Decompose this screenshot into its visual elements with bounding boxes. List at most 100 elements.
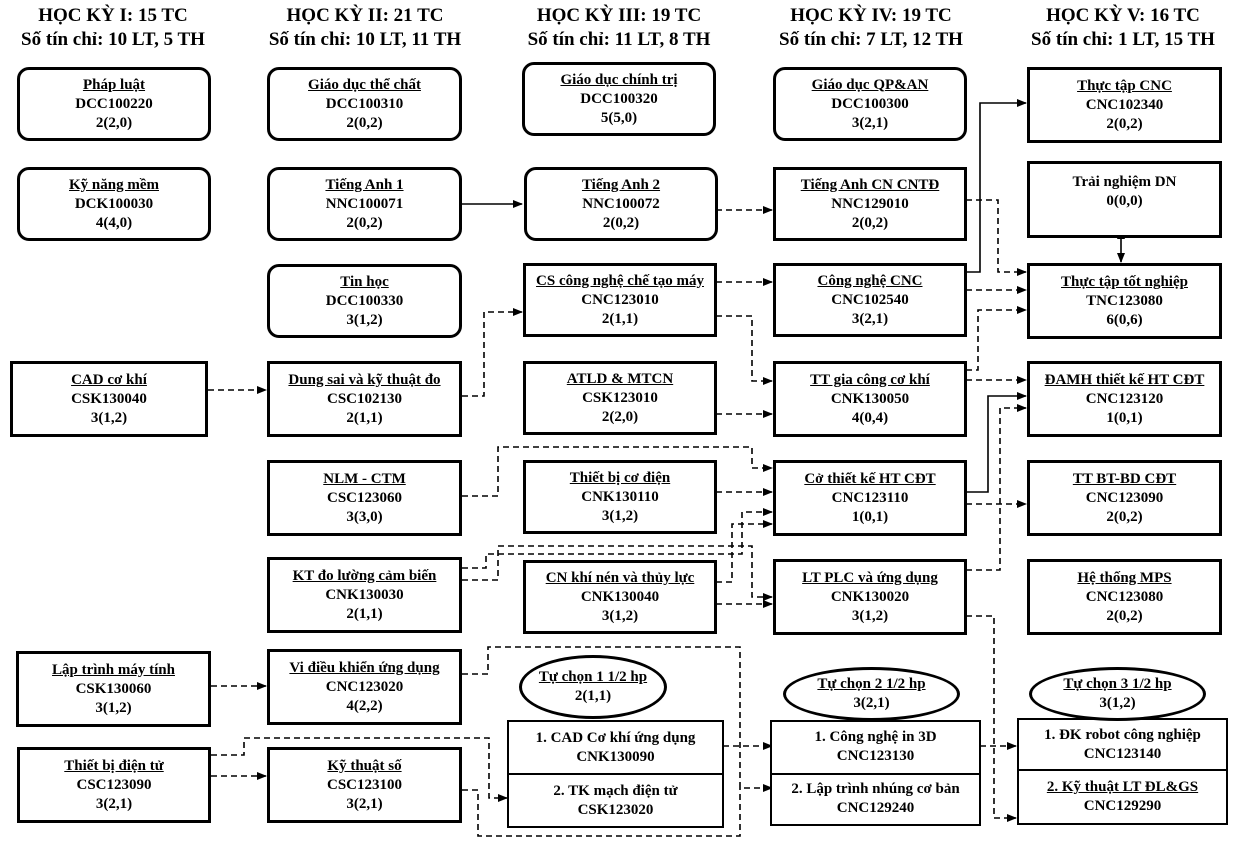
course-cad-co-khi[interactable]: CAD cơ khí CSK130040 3(1,2) bbox=[10, 361, 208, 437]
course-dung-sai[interactable]: Dung sai và kỹ thuật đo CSC102130 2(1,1) bbox=[267, 361, 462, 437]
course-code: CNC123120 bbox=[1085, 390, 1164, 407]
semester-header-1: HỌC KỲ I: 15 TC Số tín chỉ: 10 LT, 5 TH bbox=[0, 4, 233, 52]
elective-group-3-header[interactable]: Tự chọn 3 1/2 hp 3(1,2) bbox=[1029, 667, 1206, 721]
elective-option-name: 1. Công nghệ in 3D bbox=[814, 729, 937, 746]
course-code: CSK130060 bbox=[75, 680, 152, 697]
course-kt-do-luong[interactable]: KT đo lường cảm biến CNK130030 2(1,1) bbox=[267, 557, 462, 633]
course-ky-nang-mem[interactable]: Kỹ năng mềm DCK100030 4(4,0) bbox=[17, 167, 211, 241]
course-credit: 1(0,1) bbox=[851, 508, 889, 525]
course-code: CSK123010 bbox=[582, 389, 658, 406]
course-credit: 2(1,1) bbox=[346, 605, 383, 622]
semester-credits: Số tín chỉ: 10 LT, 5 TH bbox=[21, 29, 205, 50]
course-giao-duc-qp[interactable]: Giáo dục QP&AN DCC100300 3(2,1) bbox=[773, 67, 967, 141]
elective-option-code: CSK123020 bbox=[577, 801, 654, 818]
course-he-thong-mps[interactable]: Hệ thống MPS CNC123080 2(0,2) bbox=[1027, 559, 1222, 635]
elective-option-name: 2. Kỹ thuật LT ĐL&GS bbox=[1046, 779, 1199, 796]
elective-option-name: 1. CAD Cơ khí ứng dụng bbox=[535, 729, 696, 746]
semester-header-3: HỌC KỲ III: 19 TC Số tín chỉ: 11 LT, 8 T… bbox=[499, 4, 739, 52]
course-credit: 4(2,2) bbox=[346, 697, 383, 714]
course-tieng-anh-cn[interactable]: Tiếng Anh CN CNTĐ NNC129010 2(0,2) bbox=[773, 167, 967, 241]
course-credit: 2(0,2) bbox=[1106, 115, 1143, 132]
course-code: DCK100030 bbox=[74, 195, 154, 212]
elective-option[interactable]: 2. Lập trình nhúng cơ bản CNC129240 bbox=[772, 775, 979, 824]
course-vi-dieu-khien[interactable]: Vi điều khiển ứng dụng CNC123020 4(2,2) bbox=[267, 649, 462, 725]
elective-credit: 3(1,2) bbox=[1099, 695, 1136, 711]
course-code: DCC100330 bbox=[325, 292, 404, 309]
course-tt-bt-bd[interactable]: TT BT-BD CĐT CNC123090 2(0,2) bbox=[1027, 460, 1222, 536]
course-tt-gia-cong[interactable]: TT gia công cơ khí CNK130050 4(0,4) bbox=[773, 361, 967, 437]
course-name: TT BT-BD CĐT bbox=[1072, 470, 1177, 487]
course-name: Giáo dục QP&AN bbox=[811, 76, 929, 93]
course-thiet-bi-dien-tu[interactable]: Thiết bị điện tử CSC123090 3(2,1) bbox=[17, 747, 211, 823]
elective-option-name: 2. Lập trình nhúng cơ bản bbox=[791, 781, 960, 798]
elective-group-2-options: 1. Công nghệ in 3D CNC123130 2. Lập trìn… bbox=[770, 720, 981, 826]
course-code: DCC100310 bbox=[325, 95, 404, 112]
course-credit: 2(0,2) bbox=[1106, 508, 1143, 525]
course-tieng-anh-2[interactable]: Tiếng Anh 2 NNC100072 2(0,2) bbox=[524, 167, 718, 241]
course-code: CNC123110 bbox=[831, 489, 909, 506]
elective-option-code: CNK130090 bbox=[576, 748, 655, 765]
course-code: DCC100300 bbox=[831, 95, 909, 112]
course-credit: 2(0,2) bbox=[851, 214, 889, 231]
course-credit: 3(1,2) bbox=[346, 311, 383, 328]
semester-title: HỌC KỲ III: 19 TC bbox=[536, 5, 702, 26]
course-credit: 2(1,1) bbox=[601, 310, 639, 327]
course-damh[interactable]: ĐAMH thiết kế HT CĐT CNC123120 1(0,1) bbox=[1027, 361, 1222, 437]
course-co-thiet-ke[interactable]: Cở thiết kế HT CĐT CNC123110 1(0,1) bbox=[773, 460, 967, 536]
semester-title: HỌC KỲ V: 16 TC bbox=[1046, 5, 1200, 26]
course-name: Vi điều khiển ứng dụng bbox=[289, 659, 440, 676]
course-atld[interactable]: ATLD & MTCN CSK123010 2(2,0) bbox=[523, 361, 717, 435]
course-ky-thuat-so[interactable]: Kỹ thuật số CSC123100 3(2,1) bbox=[267, 747, 462, 823]
course-code: CNC123080 bbox=[1085, 588, 1164, 605]
course-cong-nghe-cnc[interactable]: Công nghệ CNC CNC102540 3(2,1) bbox=[773, 263, 967, 337]
course-name: Dung sai và kỹ thuật đo bbox=[288, 371, 441, 388]
elective-option[interactable]: 2. Kỹ thuật LT ĐL&GS CNC129290 bbox=[1019, 771, 1226, 823]
course-name: Kỹ thuật số bbox=[327, 757, 402, 774]
elective-option[interactable]: 1. Công nghệ in 3D CNC123130 bbox=[772, 722, 979, 775]
course-lt-plc[interactable]: LT PLC và ứng dụng CNK130020 3(1,2) bbox=[773, 559, 967, 635]
course-credit: 2(1,1) bbox=[346, 409, 383, 426]
course-phap-luat[interactable]: Pháp luật DCC100220 2(2,0) bbox=[17, 67, 211, 141]
course-code: 0(0,0) bbox=[1106, 193, 1143, 209]
course-credit: 2(2,0) bbox=[95, 114, 133, 131]
elective-option-code: CNC123130 bbox=[836, 748, 915, 765]
course-code: CNK130030 bbox=[325, 586, 404, 603]
course-name: Cở thiết kế HT CĐT bbox=[804, 470, 936, 487]
course-cn-khi-nen[interactable]: CN khí nén và thủy lực CNK130040 3(1,2) bbox=[523, 560, 717, 634]
course-trai-nghiem-dn[interactable]: Trải nghiệm DN 0(0,0) bbox=[1027, 161, 1222, 238]
course-name: Tiếng Anh 2 bbox=[581, 176, 661, 193]
course-thiet-bi-co-dien[interactable]: Thiết bị cơ điện CNK130110 3(1,2) bbox=[523, 460, 717, 534]
course-credit: 4(4,0) bbox=[95, 214, 133, 231]
course-tieng-anh-1[interactable]: Tiếng Anh 1 NNC100071 2(0,2) bbox=[267, 167, 462, 241]
course-thuc-tap-tot-nghiep[interactable]: Thực tập tốt nghiệp TNC123080 6(0,6) bbox=[1027, 263, 1222, 339]
elective-group-2-header[interactable]: Tự chọn 2 1/2 hp 3(2,1) bbox=[783, 667, 960, 721]
course-nlm-ctm[interactable]: NLM - CTM CSC123060 3(3,0) bbox=[267, 460, 462, 536]
course-thuc-tap-cnc[interactable]: Thực tập CNC CNC102340 2(0,2) bbox=[1027, 67, 1222, 143]
course-name: Trải nghiệm DN bbox=[1072, 174, 1177, 190]
course-name: Giáo dục thể chất bbox=[308, 76, 421, 93]
course-name: Lập trình máy tính bbox=[52, 661, 175, 678]
course-credit: 3(2,1) bbox=[851, 310, 889, 327]
course-code: CNC123090 bbox=[1085, 489, 1164, 506]
elective-option[interactable]: 1. ĐK robot công nghiệp CNC123140 bbox=[1019, 720, 1226, 772]
elective-option[interactable]: 2. TK mạch điện tử CSK123020 bbox=[509, 775, 722, 826]
semester-header-4: HỌC KỲ IV: 19 TC Số tín chỉ: 7 LT, 12 TH bbox=[751, 4, 991, 52]
course-credit: 3(3,0) bbox=[346, 508, 383, 525]
elective-group-1-header[interactable]: Tự chọn 1 1/2 hp 2(1,1) bbox=[519, 655, 667, 719]
course-giao-duc-the-chat[interactable]: Giáo dục thể chất DCC100310 2(0,2) bbox=[267, 67, 462, 141]
course-code: CNK130110 bbox=[581, 488, 659, 505]
course-credit: 3(1,2) bbox=[601, 507, 639, 524]
course-code: NNC129010 bbox=[831, 195, 909, 212]
course-cs-cong-nghe[interactable]: CS công nghệ chế tạo máy CNC123010 2(1,1… bbox=[523, 263, 717, 337]
course-code: NNC100071 bbox=[325, 195, 404, 212]
course-tin-hoc[interactable]: Tin học DCC100330 3(1,2) bbox=[267, 264, 462, 338]
course-code: CNK130020 bbox=[830, 588, 910, 605]
elective-credit: 3(2,1) bbox=[853, 695, 890, 711]
course-giao-duc-chinh-tri[interactable]: Giáo dục chính trị DCC100320 5(5,0) bbox=[522, 62, 716, 136]
elective-option[interactable]: 1. CAD Cơ khí ứng dụng CNK130090 bbox=[509, 722, 722, 775]
course-name: KT đo lường cảm biến bbox=[292, 567, 437, 584]
semester-credits: Số tín chỉ: 7 LT, 12 TH bbox=[779, 29, 963, 50]
elective-group-1-options: 1. CAD Cơ khí ứng dụng CNK130090 2. TK m… bbox=[507, 720, 724, 828]
elective-option-code: CNC129240 bbox=[836, 800, 915, 817]
course-lap-trinh-may-tinh[interactable]: Lập trình máy tính CSK130060 3(1,2) bbox=[16, 651, 211, 727]
